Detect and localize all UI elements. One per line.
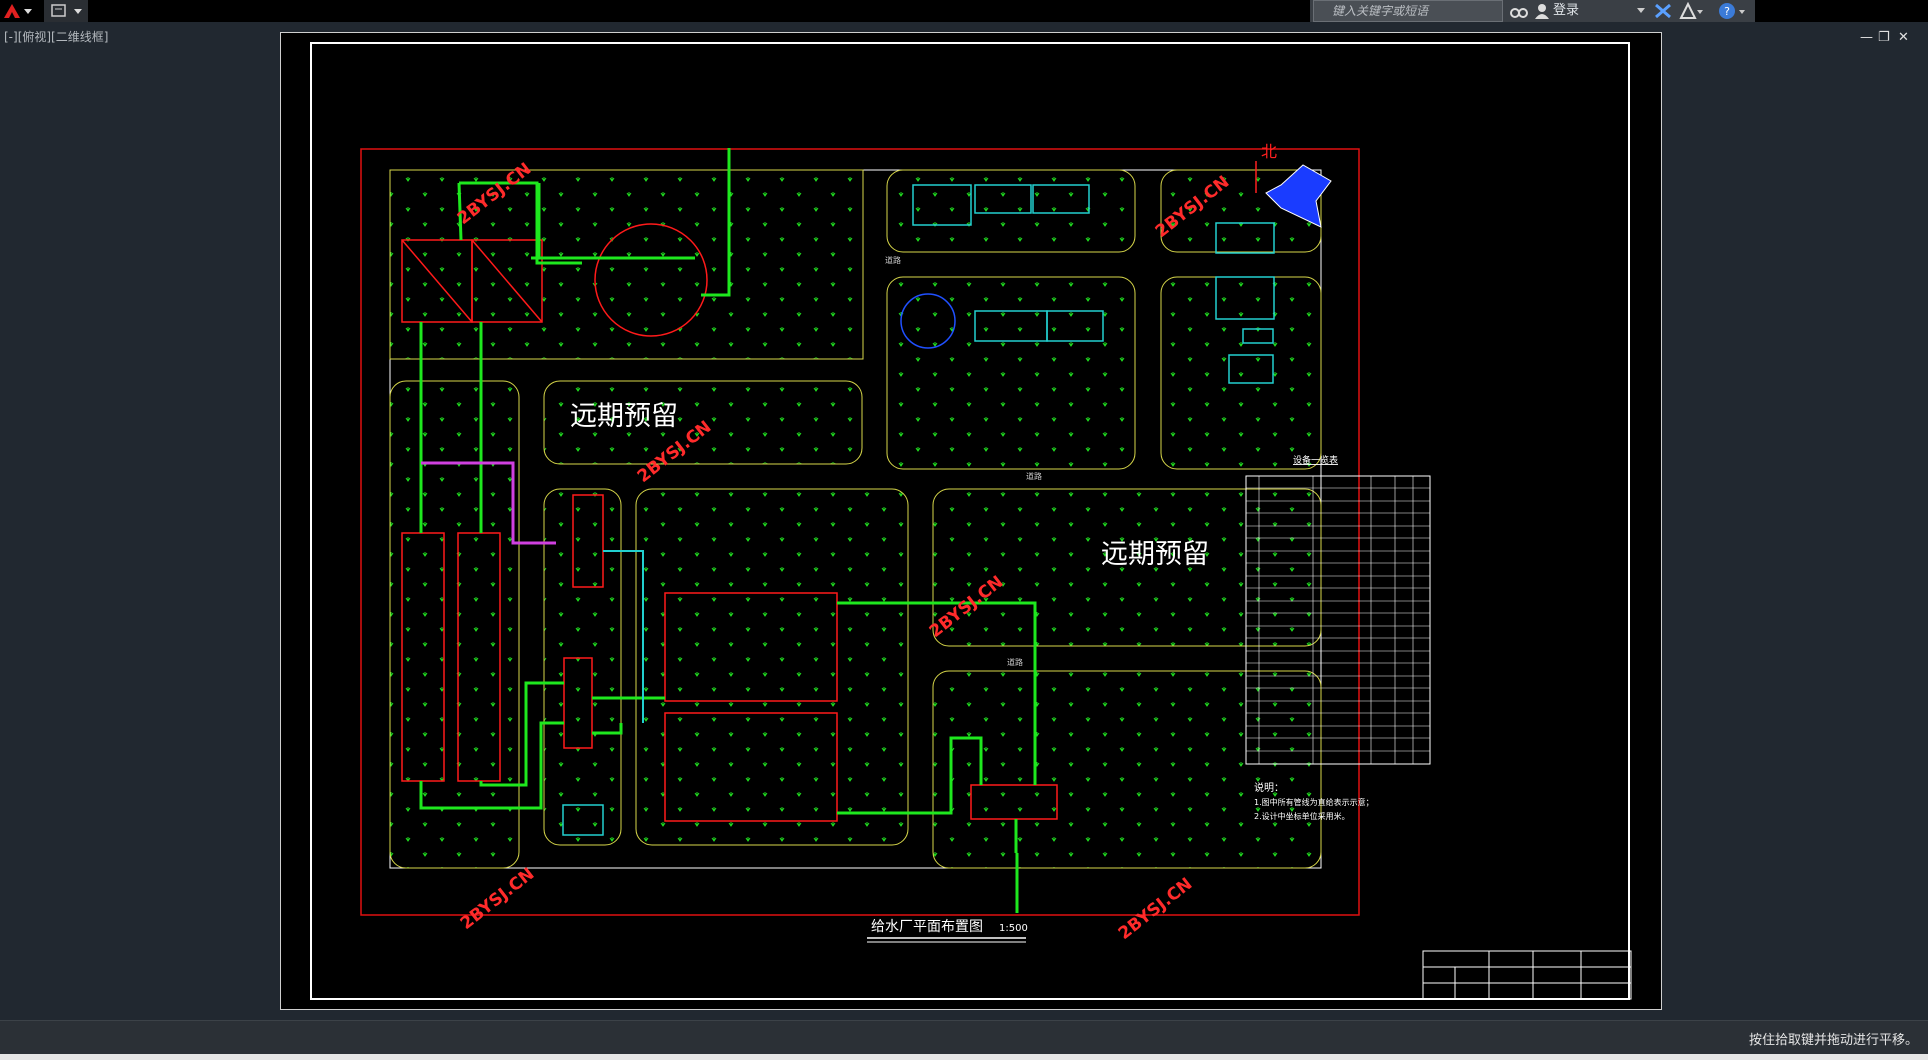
reserve-label-2: 远期预留 (1101, 539, 1209, 570)
title-bar: 键入关键字或短语 登录 ? (0, 0, 1928, 22)
road-label: 道路 (1026, 471, 1042, 481)
quick-access-toolbar[interactable] (44, 0, 88, 22)
svg-text:?: ? (1724, 5, 1730, 18)
notes-title: 说明： (1254, 781, 1284, 794)
north-arrow-icon: 北 (1255, 142, 1332, 228)
chevron-down-icon[interactable] (1636, 7, 1646, 15)
drawing-sheet[interactable]: 远期预留 远期预留 道路 道路 道路 2BYSJ.CN 2BYSJ.CN 2BY… (280, 32, 1662, 1010)
restore-icon[interactable]: ❐ (1878, 30, 1890, 45)
reserve-label-1: 远期预留 (570, 401, 678, 432)
status-message: 按住拾取键并拖动进行平移。 (1748, 1033, 1918, 1048)
help-icon[interactable]: ? (1718, 2, 1748, 20)
road-label: 道路 (885, 255, 901, 265)
drawing-scale: 1:500 (999, 923, 1028, 934)
svg-text:2BYSJ.CN: 2BYSJ.CN (457, 864, 539, 934)
chemical-pipe (421, 461, 556, 545)
minimize-icon[interactable]: — (1860, 30, 1873, 45)
viewport-controls[interactable]: [-][俯视][二维线框] (4, 30, 109, 44)
buildings (562, 184, 1275, 836)
drawing-title: 给水厂平面布置图 (871, 919, 983, 935)
equipment-table: 设备一览表 (1245, 454, 1431, 765)
plan-drawing: 远期预留 远期预留 道路 道路 道路 2BYSJ.CN 2BYSJ.CN 2BY… (310, 42, 1632, 1000)
pipes (419, 148, 1037, 913)
workspace-icon (51, 4, 82, 17)
status-bar: 按住拾取键并拖动进行平移。 (0, 1020, 1928, 1055)
green-plots (389, 169, 1322, 869)
note-2: 2.设计中坐标单位采用米。 (1254, 811, 1350, 821)
bottom-strip (0, 1054, 1928, 1060)
structures (401, 223, 1058, 822)
login-button[interactable]: 登录 (1553, 3, 1580, 18)
user-icon (1535, 4, 1549, 19)
autodesk-a360-icon[interactable] (1678, 2, 1704, 20)
road-label: 道路 (1007, 657, 1023, 667)
north-label: 北 (1261, 142, 1277, 161)
svg-text:2BYSJ.CN: 2BYSJ.CN (1115, 874, 1197, 944)
search-input[interactable]: 键入关键字或短语 (1313, 0, 1503, 22)
sludge-pipe (603, 550, 644, 723)
application-menu-button[interactable] (0, 0, 36, 22)
svg-text:设备一览表: 设备一览表 (1293, 454, 1338, 466)
title-block (1422, 950, 1632, 1000)
exchange-apps-icon[interactable] (1654, 3, 1672, 19)
close-icon[interactable]: ✕ (1898, 30, 1909, 45)
note-1: 1.图中所有管线为直给表示示意； (1254, 797, 1374, 807)
binoculars-icon[interactable] (1510, 3, 1528, 19)
